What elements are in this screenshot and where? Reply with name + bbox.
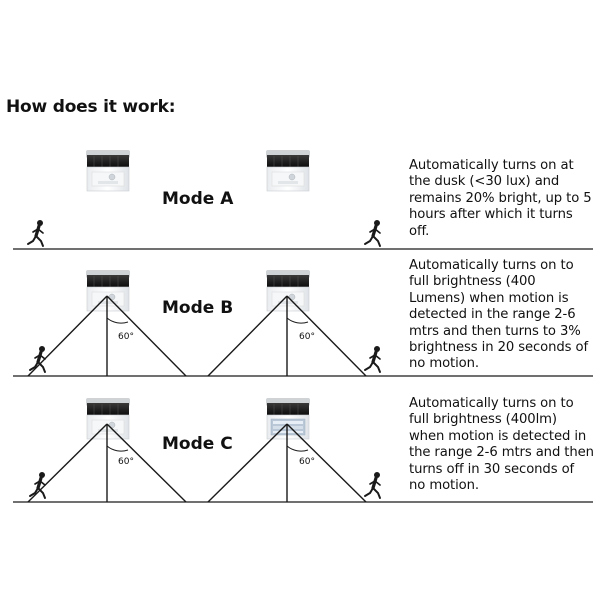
solar-wall-light-icon	[85, 149, 131, 192]
mode-c-label: Mode C	[162, 434, 233, 454]
solar-wall-light-icon	[85, 269, 131, 312]
solar-wall-light-icon	[85, 397, 131, 440]
mode-b-label: Mode B	[162, 298, 233, 318]
angle-label: 60°	[299, 457, 315, 467]
detection-cone	[27, 295, 187, 377]
angle-label: 60°	[118, 457, 134, 467]
mode-a-description: Automatically turns on at the dusk (<30 …	[409, 158, 592, 239]
mode-a-panel: Mode A	[13, 149, 593, 250]
solar-wall-light-icon	[265, 269, 311, 312]
mode-c-description: Automatically turns on to full brightnes…	[409, 396, 594, 494]
walking-person-icon	[363, 344, 382, 374]
walking-person-icon	[28, 344, 47, 374]
mode-b-description: Automatically turns on to full brightnes…	[409, 258, 589, 372]
walking-person-icon	[28, 470, 47, 500]
detection-cone	[207, 295, 367, 377]
detection-cone	[27, 423, 187, 503]
walking-person-icon	[26, 218, 45, 248]
mode-c-panel: 60° 60° Mode C	[13, 397, 593, 503]
mode-b-panel: 60° 60° Mode B	[13, 269, 593, 377]
angle-label: 60°	[118, 332, 134, 342]
solar-wall-light-icon	[265, 149, 311, 192]
detection-cone	[207, 423, 367, 503]
walking-person-icon	[363, 218, 382, 248]
walking-person-icon	[363, 470, 382, 500]
angle-label: 60°	[299, 332, 315, 342]
mode-a-label: Mode A	[162, 189, 234, 209]
page-title: How does it work:	[6, 97, 176, 117]
solar-wall-light-lit-icon	[265, 397, 311, 440]
